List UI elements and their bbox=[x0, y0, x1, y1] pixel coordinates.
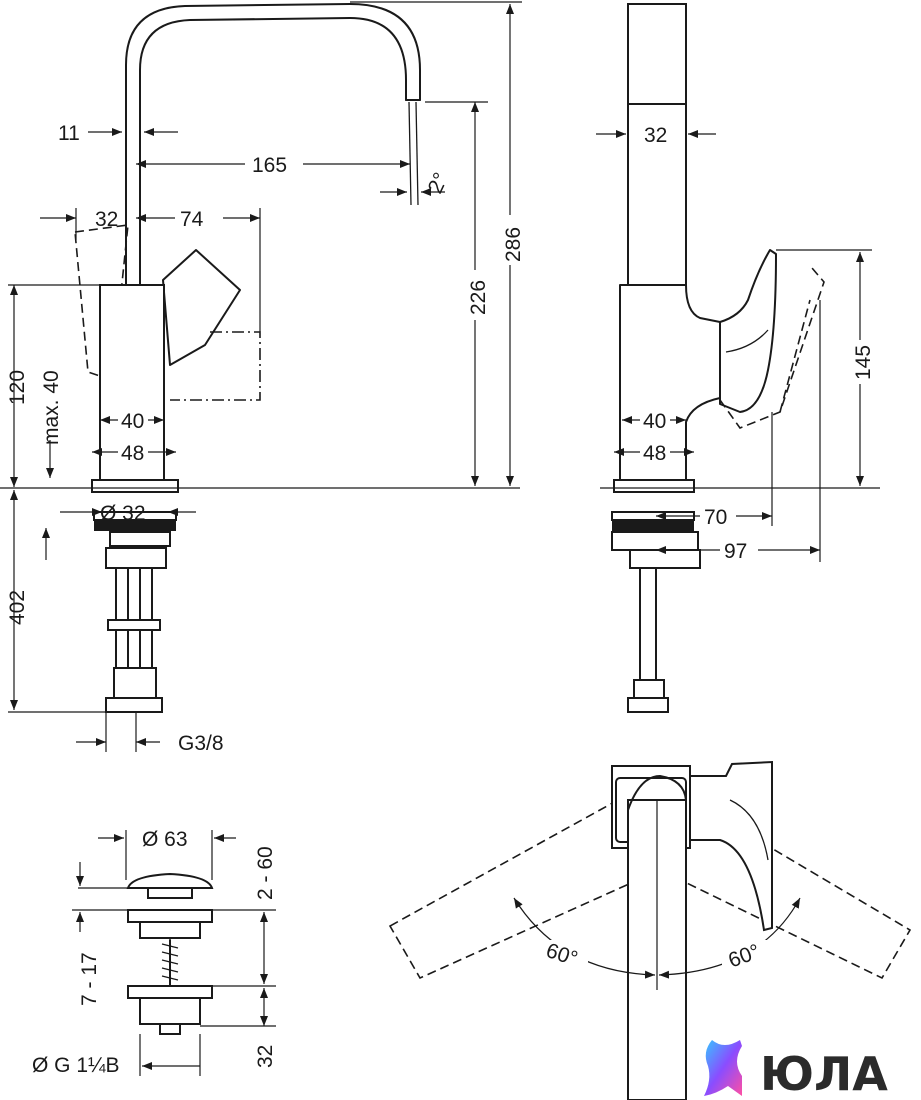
label-shank-length: 402 bbox=[6, 590, 29, 625]
dim-286-bg bbox=[498, 215, 524, 265]
hose-end bbox=[105, 697, 163, 713]
side-hose-end bbox=[627, 697, 669, 713]
label-waste-range: 2 - 60 bbox=[254, 846, 277, 900]
waste-body bbox=[139, 921, 201, 939]
hose-clip bbox=[107, 619, 161, 631]
spout-outer bbox=[125, 3, 421, 286]
side-lever-detail bbox=[725, 329, 769, 353]
label-lever-reach-70: 70 bbox=[704, 506, 727, 529]
label-waste-thread: Ø G 1¼B bbox=[32, 1054, 120, 1077]
side-gasket bbox=[612, 521, 694, 531]
label-side-48: 48 bbox=[643, 442, 666, 465]
waste-tail bbox=[159, 1023, 181, 1035]
label-body-width-40: 40 bbox=[121, 410, 144, 433]
label-body-width-48: 48 bbox=[121, 442, 144, 465]
angle-left-bg bbox=[540, 940, 588, 966]
top-view: 60° 60° bbox=[388, 760, 912, 1100]
dim-side-40-bg bbox=[640, 408, 670, 432]
front-view: 11 165 2° 32 74 120 max. 40 40 48 Ø 32 4… bbox=[0, 1, 525, 755]
label-lever-height: 145 bbox=[852, 345, 875, 380]
gasket bbox=[94, 521, 176, 531]
dim-side-48-bg bbox=[640, 440, 670, 464]
logo-icon bbox=[704, 1040, 742, 1096]
dim-97-bg bbox=[720, 538, 758, 562]
side-hose-connector bbox=[633, 679, 665, 699]
label-spout-reach: 165 bbox=[252, 154, 287, 177]
label-spout-angle: 2° bbox=[424, 169, 453, 197]
washer bbox=[93, 511, 177, 521]
dim-226-bg bbox=[463, 270, 489, 320]
side-nut bbox=[611, 531, 699, 551]
dim-74-bg bbox=[175, 206, 223, 230]
label-hole-diameter: Ø 32 bbox=[100, 502, 146, 525]
stream-line-2 bbox=[415, 101, 419, 206]
waste-flange bbox=[127, 909, 213, 923]
label-lever-back: 32 bbox=[95, 208, 118, 231]
label-body-height: 120 bbox=[6, 370, 29, 405]
dim-165-bg bbox=[245, 152, 303, 176]
label-waste-bottom: 32 bbox=[254, 1045, 277, 1068]
label-side-40: 40 bbox=[643, 410, 666, 433]
waste-view: Ø 63 2 - 60 7 - 17 32 Ø G 1¼B bbox=[32, 828, 277, 1077]
tap-base bbox=[91, 479, 179, 493]
label-spout-height: 226 bbox=[467, 280, 490, 315]
side-lever-open-2 bbox=[779, 299, 811, 413]
waste-cap bbox=[126, 872, 214, 889]
waste-cap-stem bbox=[147, 887, 193, 899]
label-lever-reach-97: 97 bbox=[724, 540, 747, 563]
top-lever-right bbox=[658, 798, 912, 980]
lever-solid bbox=[162, 249, 241, 366]
side-plate bbox=[629, 549, 701, 569]
lever-back-position bbox=[74, 224, 129, 382]
dim-145-bg bbox=[848, 340, 874, 384]
label-waste-diameter: Ø 63 bbox=[142, 828, 188, 851]
hose-connector bbox=[113, 667, 157, 699]
waste-thread bbox=[139, 997, 201, 1025]
side-view: 32 40 48 145 70 97 bbox=[596, 3, 880, 713]
label-lever-front: 74 bbox=[180, 208, 204, 231]
label-max-thickness: max. 40 bbox=[40, 370, 63, 445]
fixing-plate bbox=[105, 547, 167, 569]
label-total-height: 286 bbox=[502, 227, 525, 262]
label-side-width: 32 bbox=[644, 124, 667, 147]
stream-line bbox=[408, 101, 412, 206]
side-lever bbox=[719, 249, 777, 413]
label-waste-thread-range: 7 - 17 bbox=[78, 952, 101, 1006]
label-spout-wall: 11 bbox=[58, 122, 80, 145]
dim-40-bg bbox=[118, 408, 148, 432]
nut bbox=[109, 531, 171, 547]
dim-48-bg bbox=[118, 440, 148, 464]
waste-spring bbox=[161, 943, 179, 981]
spout-inner bbox=[139, 17, 407, 286]
label-connection: G3/8 bbox=[178, 732, 224, 755]
top-lever-curve bbox=[729, 799, 769, 861]
dim-70-bg bbox=[700, 504, 736, 528]
side-base bbox=[613, 479, 695, 493]
top-lever bbox=[689, 760, 773, 932]
lever-front-position bbox=[170, 331, 261, 401]
side-spout-top bbox=[627, 3, 687, 105]
side-hose bbox=[639, 567, 657, 681]
brand-logo: ЮЛА bbox=[704, 1040, 888, 1100]
logo-text: ЮЛА bbox=[760, 1047, 888, 1100]
top-spout-curve bbox=[627, 775, 687, 811]
waste-nut bbox=[127, 985, 213, 999]
angle-right-bg bbox=[722, 940, 770, 966]
